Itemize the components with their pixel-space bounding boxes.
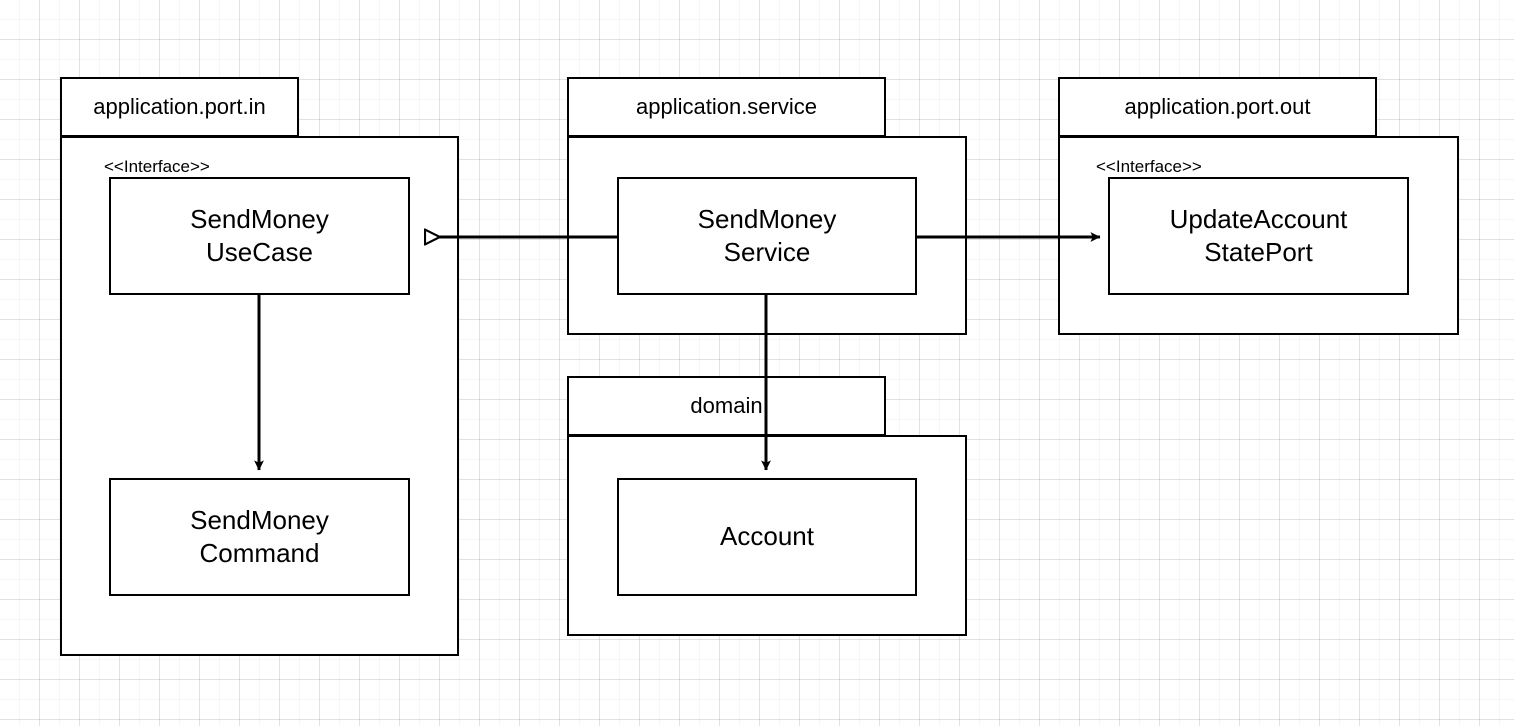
class-name-line-1: SendMoney (190, 504, 329, 535)
class-name-line-2: Command (199, 538, 320, 568)
class-box-account[interactable]: Account (617, 478, 917, 596)
class-name-line-1: SendMoney (697, 203, 837, 234)
class-name-line-1: Account (720, 521, 814, 552)
stereotype-label-update-account-state-port: <<Interface>> (1096, 157, 1202, 176)
class-box-send-money-service[interactable]: SendMoney Service (617, 177, 917, 295)
package-label-application-port-out: application.port.out (1124, 94, 1311, 119)
package-tab-application-service[interactable]: application.service (567, 77, 886, 137)
class-box-send-money-use-case[interactable]: SendMoney UseCase (109, 177, 410, 295)
package-label-domain: domain (690, 393, 763, 418)
package-label-application-port-in: application.port.in (93, 94, 266, 119)
stereotype-label-send-money-use-case: <<Interface>> (104, 157, 210, 176)
class-box-send-money-command[interactable]: SendMoney Command (109, 478, 410, 596)
class-name-line-1: UpdateAccount (1169, 203, 1348, 234)
class-name-line-2: StatePort (1204, 237, 1313, 267)
package-tab-domain[interactable]: domain (567, 376, 886, 436)
package-label-application-service: application.service (636, 94, 817, 119)
class-name-line-1: SendMoney (190, 203, 329, 234)
class-name-line-2: Service (723, 237, 811, 267)
class-box-update-account-state-port[interactable]: UpdateAccount StatePort (1108, 177, 1409, 295)
package-tab-application-port-out[interactable]: application.port.out (1058, 77, 1377, 137)
class-name-line-2: UseCase (206, 237, 313, 267)
package-tab-application-port-in[interactable]: application.port.in (60, 77, 299, 137)
